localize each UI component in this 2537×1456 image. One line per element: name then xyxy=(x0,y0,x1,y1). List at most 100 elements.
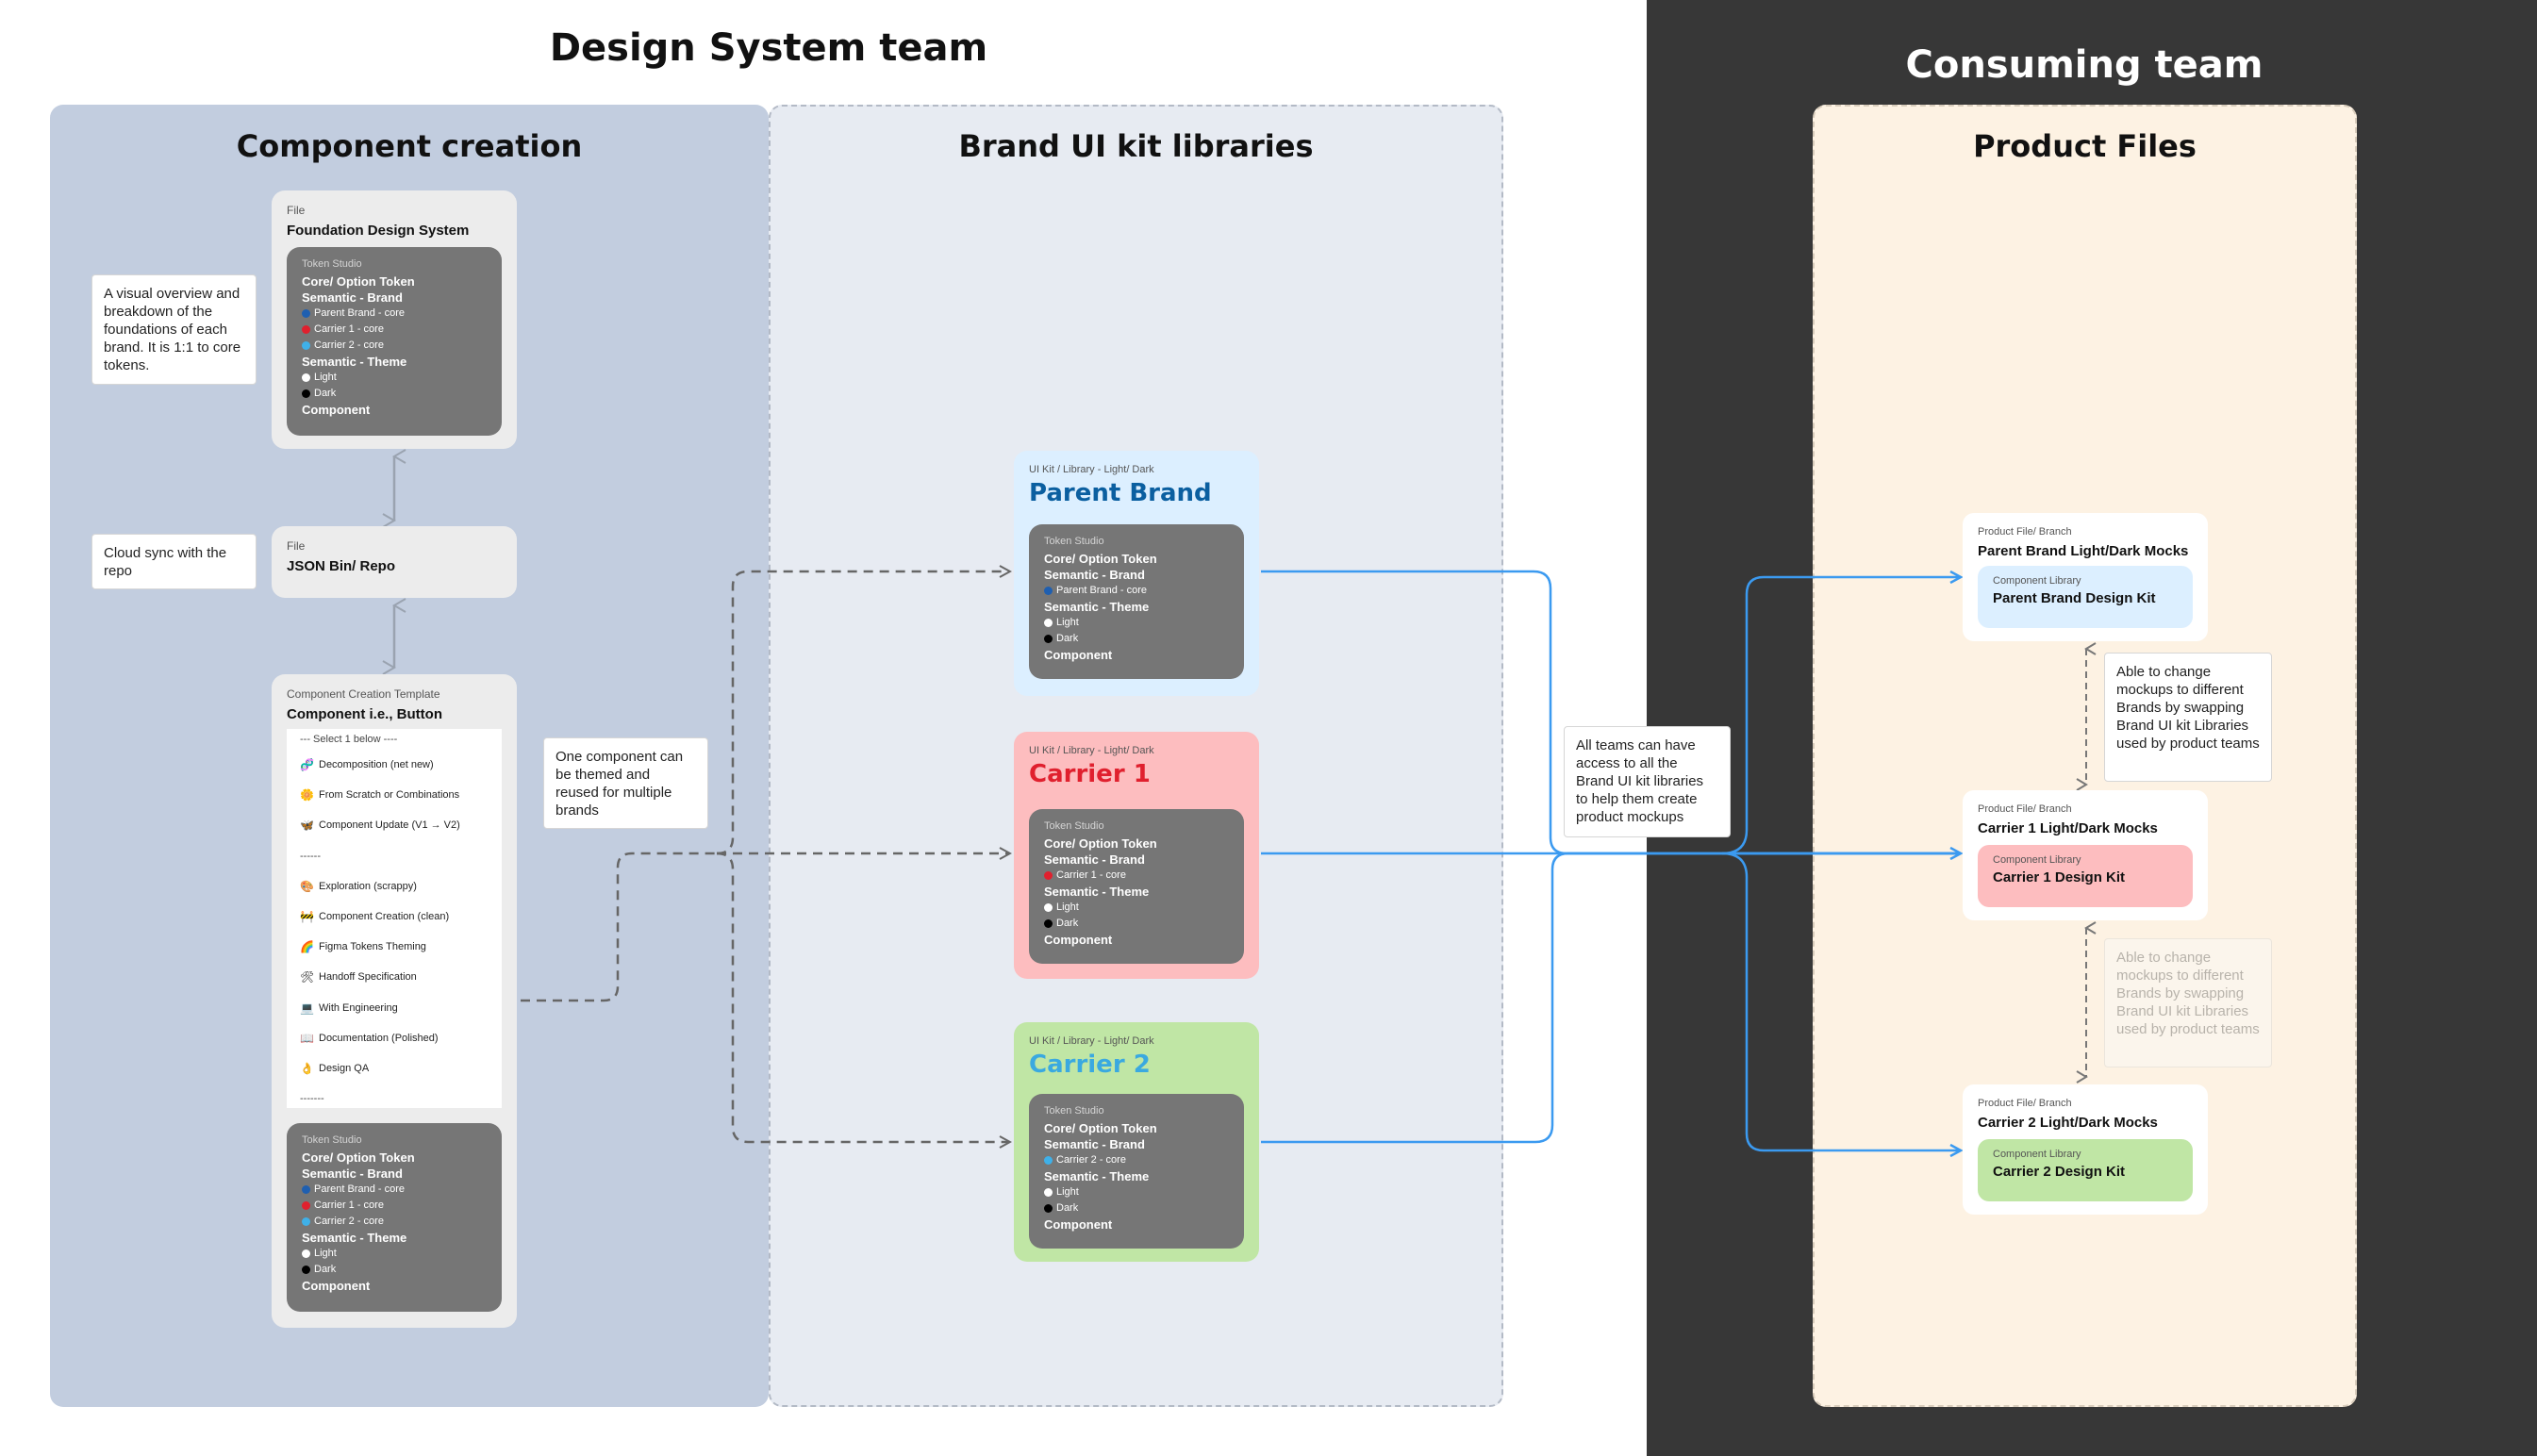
rainbow-icon: 🌈 xyxy=(300,940,314,954)
theme-item: Light xyxy=(1044,900,1229,916)
token-studio-box: Token Studio Core/ Option Token Semantic… xyxy=(287,1123,502,1312)
carrier1-dot xyxy=(1044,871,1053,880)
list-item[interactable]: 📖Documentation (Polished) xyxy=(300,1031,439,1045)
component-label: Component xyxy=(302,1279,371,1293)
semantic-brand: Semantic - Brand xyxy=(302,1166,403,1181)
theme-item: Light xyxy=(302,370,487,386)
book-icon: 📖 xyxy=(300,1031,314,1045)
theme-item: Dark xyxy=(1044,1200,1229,1216)
dark-dot xyxy=(1044,1204,1053,1213)
component-library-box[interactable]: Component Library Carrier 2 Design Kit xyxy=(1978,1139,2193,1201)
construction-icon: 🚧 xyxy=(300,910,314,924)
brand-title: Parent Brand xyxy=(1029,479,1212,507)
theme-item: Light xyxy=(1044,1184,1229,1200)
semantic-theme: Semantic - Theme xyxy=(302,1231,407,1245)
tools-icon: 🛠 xyxy=(300,970,315,984)
brand-item: Carrier 2 - core xyxy=(302,338,487,354)
brand-item: Parent Brand - core xyxy=(1044,583,1229,599)
brand-item: Carrier 1 - core xyxy=(1044,868,1229,884)
list-item[interactable]: 🚧Component Creation (clean) xyxy=(300,910,450,924)
product-file-parent[interactable]: Product File/ Branch Parent Brand Light/… xyxy=(1963,513,2208,641)
brand-item: Parent Brand - core xyxy=(302,306,487,322)
product-file-carrier1[interactable]: Product File/ Branch Carrier 1 Light/Dar… xyxy=(1963,790,2208,920)
carrier2-dot xyxy=(302,341,310,350)
json-bin-title: JSON Bin/ Repo xyxy=(287,558,396,574)
ok-hand-icon: 👌 xyxy=(300,1061,314,1075)
semantic-theme: Semantic - Theme xyxy=(302,355,407,369)
list-item[interactable]: 🎨Exploration (scrappy) xyxy=(300,879,417,893)
note-all-teams: All teams can have access to all the Bra… xyxy=(1564,726,1731,837)
foundation-file-card[interactable]: File Foundation Design System Token Stud… xyxy=(272,190,517,449)
token-studio-box: Token Studio Core/ Option Token Semantic… xyxy=(1029,524,1244,679)
light-dot xyxy=(1044,903,1053,912)
light-dot xyxy=(1044,1188,1053,1197)
carrier2-output-line xyxy=(1261,852,1960,1144)
product-file-title: Carrier 1 Light/Dark Mocks xyxy=(1978,820,2158,836)
product-file-path: Product File/ Branch xyxy=(1978,1098,2072,1109)
carrier2-dot xyxy=(302,1217,310,1226)
palette-icon: 🎨 xyxy=(300,879,314,893)
json-bin-card[interactable]: File JSON Bin/ Repo xyxy=(272,526,517,598)
brand-card-carrier2[interactable]: UI Kit / Library - Light/ Dark Carrier 2… xyxy=(1014,1022,1259,1262)
core-option-token: Core/ Option Token xyxy=(302,274,415,289)
flower-icon: 🌼 xyxy=(300,788,314,802)
component-template-card[interactable]: Component Creation Template Component i.… xyxy=(272,674,517,1328)
list-item[interactable]: 🦋Component Update (V1 → V2) xyxy=(300,819,460,833)
list-item[interactable]: 🧬Decomposition (net new) xyxy=(300,758,434,772)
theme-item: Dark xyxy=(302,1262,487,1278)
brand-title: Carrier 1 xyxy=(1029,760,1151,788)
dna-icon: 🧬 xyxy=(300,758,314,772)
template-checklist: --- Select 1 below ---- 🧬Decomposition (… xyxy=(287,729,502,1108)
parent-brand-dot xyxy=(1044,587,1053,595)
semantic-brand: Semantic - Brand xyxy=(302,290,403,305)
list-item[interactable]: 🛠Handoff Specification xyxy=(300,970,417,984)
note-cloud-sync: Cloud sync with the repo xyxy=(91,534,257,589)
list-item[interactable]: 👌Design QA xyxy=(300,1061,370,1075)
list-item[interactable]: 🌼From Scratch or Combinations xyxy=(300,788,460,802)
separator: ------- xyxy=(300,1093,324,1105)
token-studio-label: Token Studio xyxy=(302,258,362,270)
brand-card-carrier1[interactable]: UI Kit / Library - Light/ Dark Carrier 1… xyxy=(1014,732,1259,979)
core-option-token: Core/ Option Token xyxy=(302,1150,415,1165)
theme-item: Light xyxy=(1044,615,1229,631)
file-label: File xyxy=(287,539,306,553)
carrier2-dot xyxy=(1044,1156,1053,1165)
brand-ui-kit-heading: Brand UI kit libraries xyxy=(958,128,1314,164)
note-able-to-change-faded: Able to change mockups to different Bran… xyxy=(2104,938,2272,1067)
light-dot xyxy=(302,373,310,382)
note-visual-overview: A visual overview and breakdown of the f… xyxy=(91,274,257,385)
template-label: Component Creation Template xyxy=(287,687,440,701)
list-item[interactable]: 🌈Figma Tokens Theming xyxy=(300,940,426,954)
product-file-title: Carrier 2 Light/Dark Mocks xyxy=(1978,1115,2158,1131)
brand-card-parent[interactable]: UI Kit / Library - Light/ Dark Parent Br… xyxy=(1014,451,1259,696)
parent-brand-dot xyxy=(302,309,310,318)
product-file-path: Product File/ Branch xyxy=(1978,526,2072,538)
dark-dot xyxy=(302,1266,310,1274)
dark-dot xyxy=(1044,635,1053,643)
component-library-box[interactable]: Component Library Carrier 1 Design Kit xyxy=(1978,845,2193,907)
component-label: Component xyxy=(302,403,371,417)
list-item[interactable]: 💻With Engineering xyxy=(300,1001,398,1015)
light-dot xyxy=(1044,619,1053,627)
light-dot xyxy=(302,1249,310,1258)
separator: ------ xyxy=(300,850,321,862)
carrier1-dot xyxy=(302,1201,310,1210)
connector-to-carrier2 xyxy=(716,852,1009,1142)
connector-to-parent-brand xyxy=(716,571,1009,855)
brand-item: Carrier 2 - core xyxy=(1044,1152,1229,1168)
file-label: File xyxy=(287,204,306,217)
product-file-carrier2[interactable]: Product File/ Branch Carrier 2 Light/Dar… xyxy=(1963,1084,2208,1215)
note-able-to-change: Able to change mockups to different Bran… xyxy=(2104,653,2272,782)
component-library-box[interactable]: Component Library Parent Brand Design Ki… xyxy=(1978,566,2193,628)
brand-path: UI Kit / Library - Light/ Dark xyxy=(1029,464,1154,475)
brand-item: Carrier 2 - core xyxy=(302,1214,487,1230)
theme-item: Dark xyxy=(302,386,487,402)
component-creation-heading: Component creation xyxy=(236,128,583,164)
token-studio-box: Token Studio Core/ Option Token Semantic… xyxy=(1029,809,1244,964)
theme-item: Light xyxy=(302,1246,487,1262)
select-line: --- Select 1 below ---- xyxy=(300,734,398,745)
parent-brand-dot xyxy=(302,1185,310,1194)
product-files-heading: Product Files xyxy=(1973,128,2197,164)
butterfly-icon: 🦋 xyxy=(300,819,314,833)
